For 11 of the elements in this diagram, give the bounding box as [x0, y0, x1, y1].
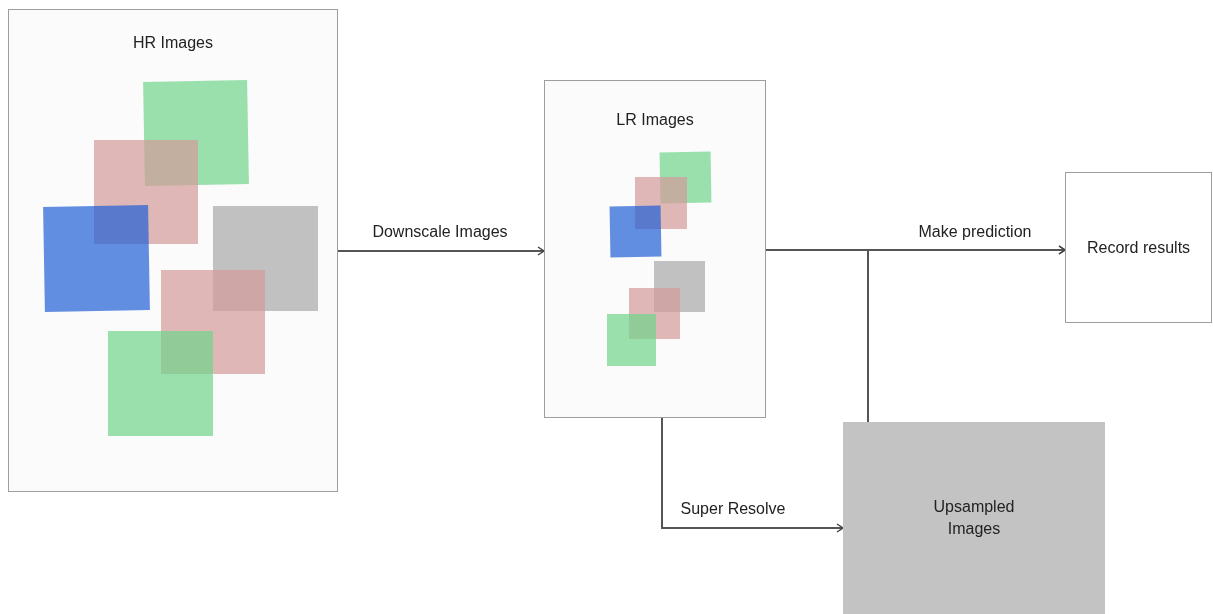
node-label: Record results: [1086, 237, 1191, 258]
node-label: HR Images: [133, 33, 213, 53]
image-panel: [544, 80, 766, 418]
image-panel: [843, 422, 1105, 614]
arrow: [337, 246, 545, 256]
arrow: [867, 245, 1066, 423]
image-panel: [8, 9, 338, 492]
arrow: [661, 417, 844, 533]
node-label: LR Images: [616, 110, 694, 130]
process-box: [1065, 172, 1212, 323]
node-label: Upsampled Images: [932, 497, 1016, 539]
